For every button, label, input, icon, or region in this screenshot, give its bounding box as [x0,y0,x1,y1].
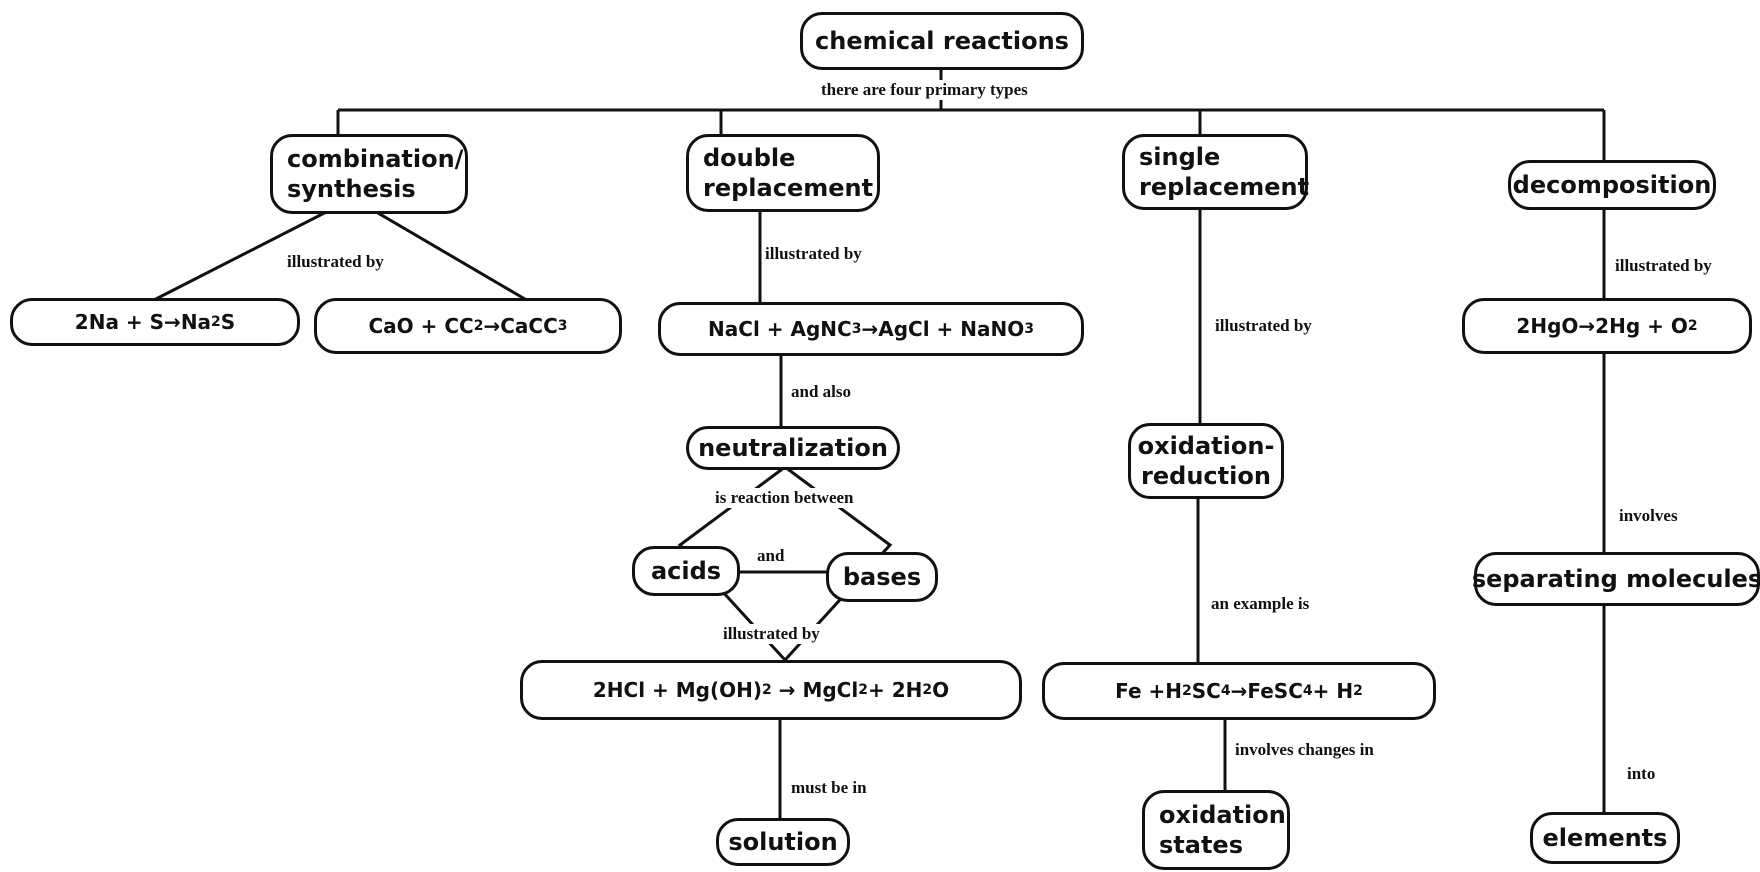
oxidation-reduction-node: oxidation- reduction [1128,423,1284,499]
label-into: into [1626,764,1657,784]
label-combination-illustrated-by: illustrated by [287,252,384,271]
bases-node: bases [826,552,938,602]
double-replacement-node: double replacement [686,134,880,212]
label-is-reaction-between: is reaction between [714,488,855,508]
label-involves-changes-in: involves changes in [1234,740,1406,760]
combination-synthesis-node: combination/ synthesis [270,134,468,214]
label-involves: involves [1618,506,1679,526]
decomposition-node: decomposition [1508,160,1716,210]
separating-molecules-node: separating molecules [1472,552,1760,606]
acids-node: acids [632,546,740,596]
single-replacement-node: single replacement [1122,134,1309,210]
label-neutralization-illustrated-by: illustrated by [722,624,821,644]
label-an-example-is: an example is [1210,594,1311,614]
label-decomposition-illustrated-by: illustrated by [1614,256,1713,276]
label-single-illustrated-by: illustrated by [1214,316,1313,336]
label-and: and [756,546,786,566]
label-and-also: and also [790,382,852,402]
root-node: chemical reactions [800,12,1084,70]
oxidation-states-node: oxidation states [1142,790,1290,870]
elements-node: elements [1530,812,1680,864]
label-must-be-in: must be in [790,778,868,798]
label-four-primary-types: there are four primary types [820,80,1029,100]
label-double-illustrated-by: illustrated by [764,244,863,264]
solution-node: solution [716,818,850,866]
neutralization-node: neutralization [686,426,900,470]
